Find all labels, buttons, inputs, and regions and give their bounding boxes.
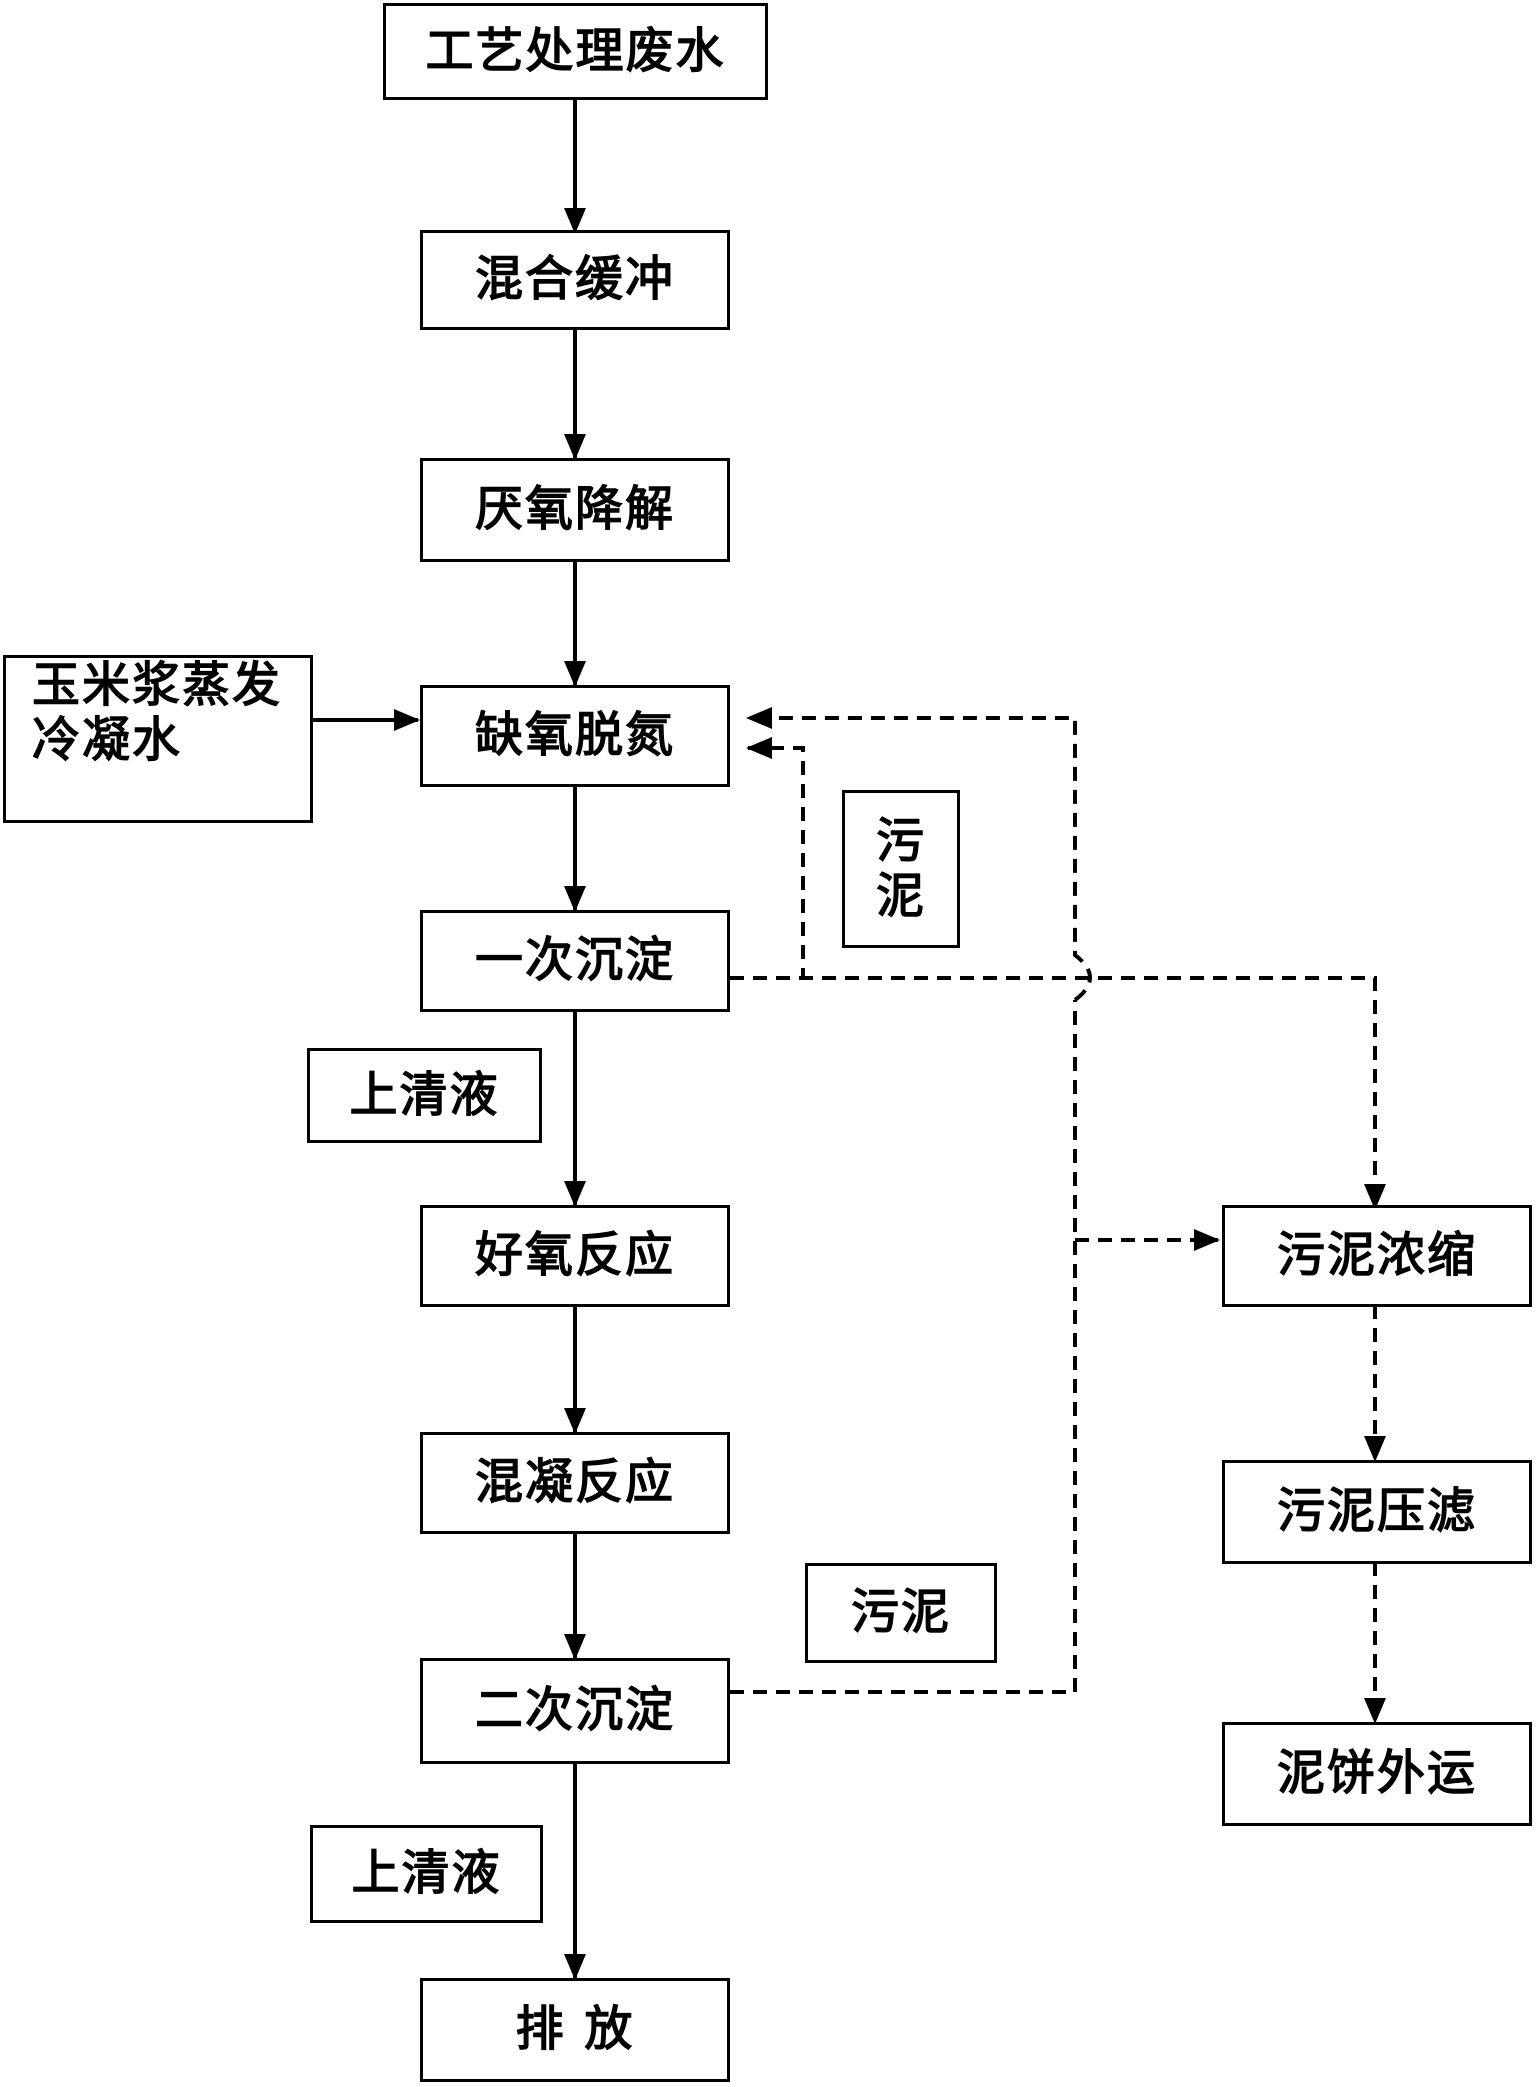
label-sludge-2: 污泥 bbox=[805, 1563, 997, 1663]
label-supernatant-1: 上清液 bbox=[307, 1048, 542, 1143]
side-input-line2: 冷凝水 bbox=[32, 712, 183, 769]
side-input-condensate: 玉米浆蒸发 冷凝水 bbox=[3, 655, 313, 823]
step-anaerobic: 厌氧降解 bbox=[420, 458, 730, 562]
sludge-return-outer-bump bbox=[746, 707, 1092, 1002]
step-secondary-settling: 二次沉淀 bbox=[420, 1658, 730, 1764]
label-sludge-1-char1: 污 bbox=[875, 812, 926, 869]
label-sludge-1-char2: 泥 bbox=[875, 868, 926, 924]
step-cake-transport: 泥饼外运 bbox=[1222, 1722, 1532, 1826]
step-coagulation: 混凝反应 bbox=[420, 1432, 730, 1534]
step-sludge-thickening: 污泥浓缩 bbox=[1222, 1205, 1532, 1307]
step-anoxic-denitrify: 缺氧脱氮 bbox=[420, 685, 730, 787]
step-process-wastewater: 工艺处理废水 bbox=[383, 3, 768, 100]
step-aerobic: 好氧反应 bbox=[420, 1205, 730, 1307]
step-discharge: 排 放 bbox=[420, 1978, 730, 2082]
step-mix-buffer: 混合缓冲 bbox=[420, 230, 730, 330]
step-primary-settling: 一次沉淀 bbox=[420, 910, 730, 1012]
sludge-return-inner bbox=[730, 737, 805, 980]
side-input-line1: 玉米浆蒸发 bbox=[32, 657, 283, 713]
label-supernatant-2: 上清液 bbox=[310, 1825, 543, 1923]
label-sludge-1: 污 泥 bbox=[842, 790, 960, 948]
step-sludge-press: 污泥压滤 bbox=[1222, 1460, 1532, 1564]
sludge-s5-thicken bbox=[730, 976, 1386, 1210]
